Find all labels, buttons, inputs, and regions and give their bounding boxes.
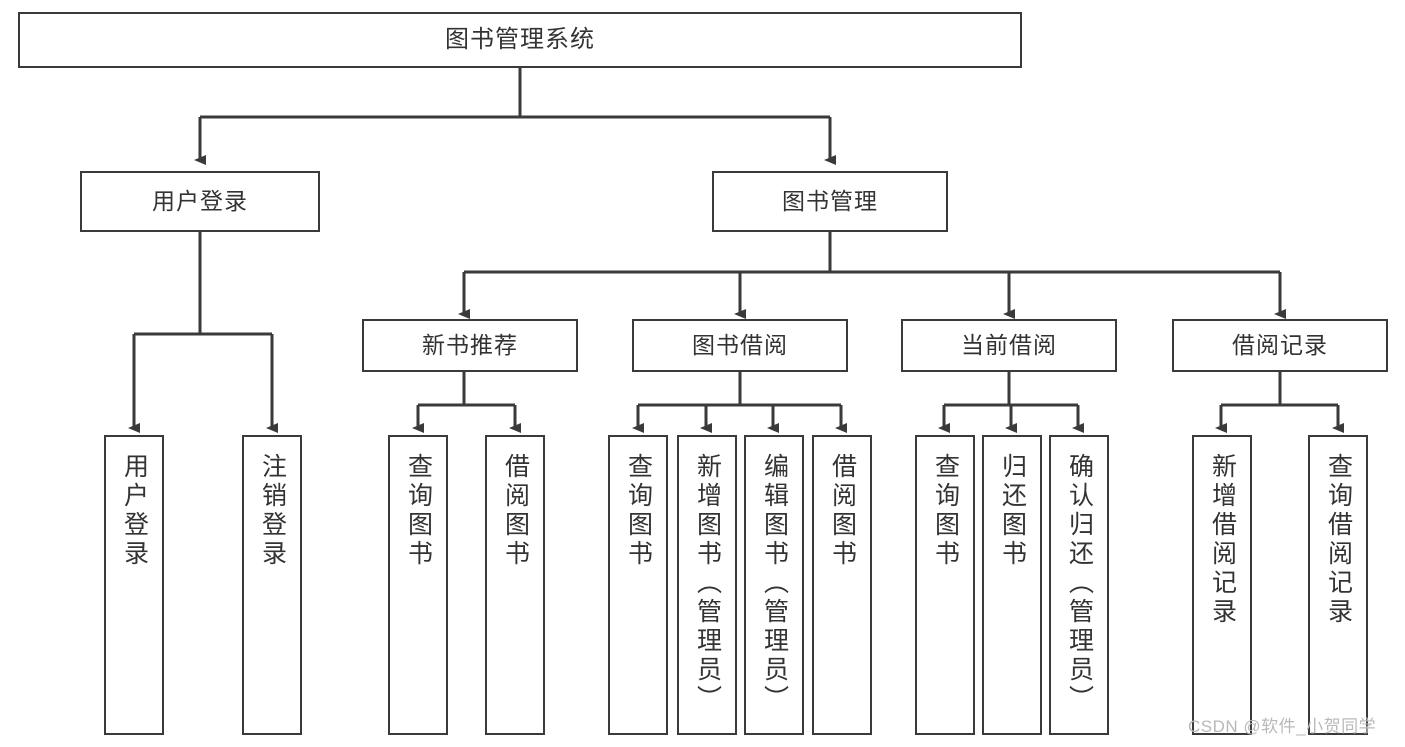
node-leaf-query-book-1-label: 查询图书 xyxy=(404,453,433,569)
node-user-login-label: 用户登录 xyxy=(152,187,248,214)
node-new-book-recommend[interactable]: 新书推荐 xyxy=(362,319,578,372)
node-borrow-record-label: 借阅记录 xyxy=(1232,331,1328,358)
node-leaf-borrow-book-1[interactable]: 借阅图书 xyxy=(485,435,545,735)
node-book-manage-label: 图书管理 xyxy=(782,187,878,214)
node-root-label: 图书管理系统 xyxy=(445,25,595,53)
node-book-borrow-label: 图书借阅 xyxy=(692,331,788,358)
node-leaf-user-login[interactable]: 用户登录 xyxy=(104,435,164,735)
node-current-borrow[interactable]: 当前借阅 xyxy=(901,319,1117,372)
node-root[interactable]: 图书管理系统 xyxy=(18,12,1022,68)
node-leaf-confirm-return[interactable]: 确认归还（管理员） xyxy=(1049,435,1109,735)
node-leaf-logout-login-label: 注销登录 xyxy=(258,453,287,569)
node-leaf-query-book-2-label: 查询图书 xyxy=(624,453,653,569)
node-leaf-logout-login[interactable]: 注销登录 xyxy=(242,435,302,735)
node-leaf-query-record[interactable]: 查询借阅记录 xyxy=(1308,435,1368,735)
node-leaf-borrow-book-1-label: 借阅图书 xyxy=(501,453,530,569)
node-leaf-add-record[interactable]: 新增借阅记录 xyxy=(1192,435,1252,735)
node-leaf-edit-book[interactable]: 编辑图书（管理员） xyxy=(744,435,804,735)
node-leaf-user-login-label: 用户登录 xyxy=(120,453,149,569)
node-leaf-query-book-3[interactable]: 查询图书 xyxy=(915,435,975,735)
node-leaf-confirm-return-label: 确认归还（管理员） xyxy=(1065,453,1094,714)
node-leaf-query-book-2[interactable]: 查询图书 xyxy=(608,435,668,735)
node-leaf-add-book-label: 新增图书（管理员） xyxy=(693,453,722,714)
node-new-book-recommend-label: 新书推荐 xyxy=(422,331,518,358)
node-leaf-return-book[interactable]: 归还图书 xyxy=(982,435,1042,735)
node-leaf-return-book-label: 归还图书 xyxy=(998,453,1027,569)
node-leaf-borrow-book-2[interactable]: 借阅图书 xyxy=(812,435,872,735)
node-borrow-record[interactable]: 借阅记录 xyxy=(1172,319,1388,372)
node-book-manage[interactable]: 图书管理 xyxy=(712,171,948,232)
node-book-borrow[interactable]: 图书借阅 xyxy=(632,319,848,372)
node-leaf-query-book-3-label: 查询图书 xyxy=(931,453,960,569)
node-leaf-add-book[interactable]: 新增图书（管理员） xyxy=(677,435,737,735)
node-leaf-query-book-1[interactable]: 查询图书 xyxy=(388,435,448,735)
node-leaf-query-record-label: 查询借阅记录 xyxy=(1324,453,1353,627)
node-leaf-add-record-label: 新增借阅记录 xyxy=(1208,453,1237,627)
node-user-login[interactable]: 用户登录 xyxy=(80,171,320,232)
node-leaf-edit-book-label: 编辑图书（管理员） xyxy=(760,453,789,714)
node-leaf-borrow-book-2-label: 借阅图书 xyxy=(828,453,857,569)
node-current-borrow-label: 当前借阅 xyxy=(961,331,1057,358)
